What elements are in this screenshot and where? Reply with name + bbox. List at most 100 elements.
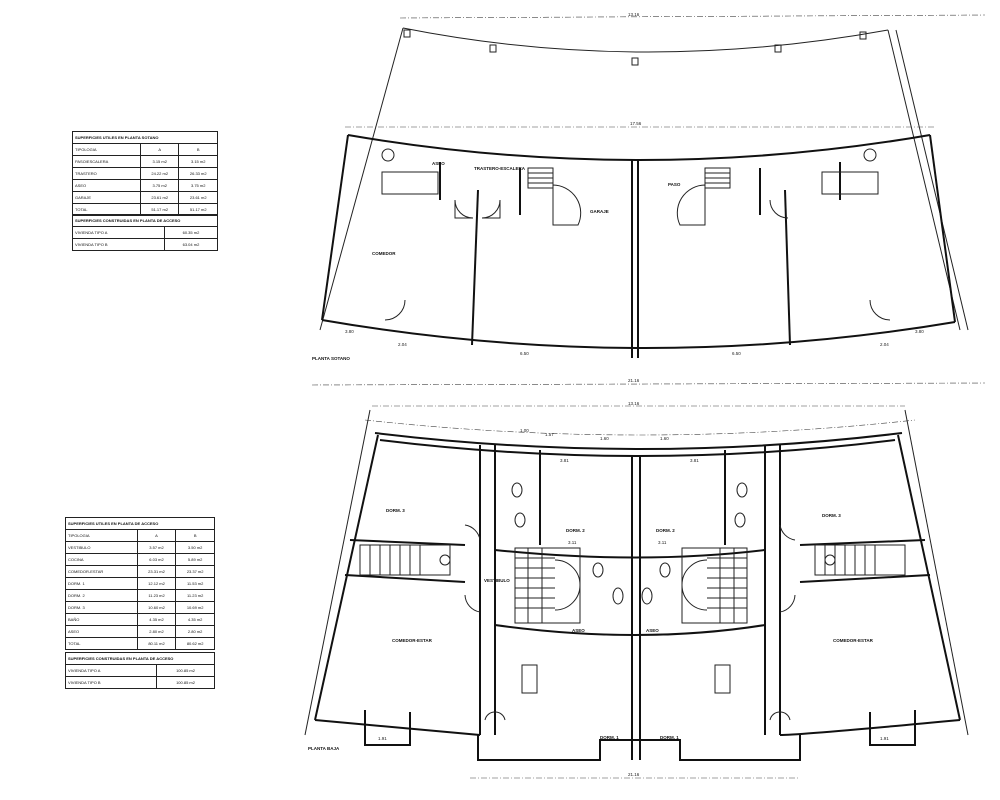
door-swing <box>769 711 791 721</box>
terrace-edge <box>402 27 889 53</box>
side-wall <box>897 434 961 721</box>
table-header-row: TIPOLOGIA A B <box>65 529 215 542</box>
room-label: COMEDOR-ESTAR <box>833 638 874 643</box>
cell: 26.33 m2 <box>178 167 218 180</box>
washbasin-icon <box>824 554 836 566</box>
plan-title: PLANTA SOTANO <box>312 356 350 361</box>
cell: 10.60 m2 <box>136 601 177 614</box>
staircase-left <box>514 547 581 624</box>
toilet-icon <box>863 148 877 162</box>
table-title: SUPERFICIES UTILES EN PLANTA SOTANO <box>72 131 218 144</box>
rear-wall <box>779 719 961 736</box>
dimension-label: 1.91 <box>378 736 387 741</box>
cell: 3.57 m2 <box>136 541 177 554</box>
door-swing <box>481 199 501 219</box>
door-swing <box>454 199 474 219</box>
dimension-label: 3.80 <box>915 329 924 334</box>
column <box>403 29 411 38</box>
cell: 60.35 m2 <box>163 226 219 239</box>
basement-built-area-table: SUPERFICIES CONSTRUIDAS EN PLANTA DE ACC… <box>72 214 219 251</box>
dimension-label: 3.81 <box>690 458 699 463</box>
column-header: A <box>136 529 177 542</box>
cell: 4.35 m2 <box>175 613 215 626</box>
column-header: TIPOLOGIA <box>65 529 138 542</box>
cell: 3.50 m2 <box>175 541 215 554</box>
partition-wall <box>471 189 479 346</box>
partition-wall <box>799 574 931 583</box>
door-swing <box>484 711 506 721</box>
cell: 24.22 m2 <box>139 167 180 180</box>
side-wall <box>321 134 349 321</box>
room-label: ASEO <box>572 628 585 633</box>
cell: 80.11 m2 <box>136 637 177 650</box>
column <box>631 57 639 66</box>
dimension-label: 3.11 <box>568 540 577 545</box>
room-label: DORM. 2 <box>656 528 675 533</box>
staircase-right <box>681 547 748 624</box>
door-swing <box>779 594 796 613</box>
dimension-arc <box>364 419 916 436</box>
cell: 23.31 m2 <box>136 565 177 578</box>
side-wall <box>887 29 961 331</box>
cell: GARAJE <box>72 191 141 204</box>
room-label: COMEDOR-ESTAR <box>392 638 433 643</box>
cell: 2.80 m2 <box>136 625 177 638</box>
toilet-icon <box>659 562 671 578</box>
washbasin-icon <box>439 554 451 566</box>
cell: BAÑO <box>65 613 138 626</box>
partition-wall <box>344 574 466 583</box>
room-label: COMEDOR <box>372 251 396 256</box>
cell: 80.62 m2 <box>175 637 215 650</box>
cell: VESTIBULO <box>65 541 138 554</box>
room-label: TRASTERO-ESCALERA <box>474 166 526 171</box>
cell: VIVIENDA TIPO B <box>72 238 165 251</box>
dimension-label: 13.16 <box>628 401 640 406</box>
cell: 2.80 m2 <box>175 625 215 638</box>
partition-wall <box>494 624 766 636</box>
cell: COCINA <box>65 553 138 566</box>
dimension-label: 1.60 <box>600 436 609 441</box>
column-header: TIPOLOGIA <box>72 143 141 156</box>
dimension-label: 2.04 <box>398 342 407 347</box>
side-wall <box>929 134 956 323</box>
table-title: SUPERFICIES UTILES EN PLANTA DE ACCESO <box>65 517 215 530</box>
cell: 3.75 m2 <box>139 179 180 192</box>
cell: 3.15 m2 <box>139 155 180 168</box>
room-label: ASEO <box>646 628 659 633</box>
toilet-icon <box>592 562 604 578</box>
cell: 100.85 m2 <box>156 664 215 677</box>
dimension-label: 1.57 <box>545 432 554 437</box>
door-swing <box>384 299 406 321</box>
cell: VIVIENDA TIPO B <box>64 676 158 689</box>
cell: 23.37 m2 <box>175 565 215 578</box>
side-wall <box>314 434 379 721</box>
door-swing <box>464 524 481 541</box>
dimension-label: 3.81 <box>560 458 569 463</box>
side-wall <box>904 409 969 736</box>
room-label: DORM. 1 <box>660 735 679 740</box>
cell: 4.35 m2 <box>136 613 177 626</box>
dimension-line-bottom <box>311 382 986 386</box>
plan-title: PLANTA BAJA <box>308 746 340 751</box>
cell: 5.89 m2 <box>175 553 215 566</box>
cell: 100.85 m2 <box>156 676 215 689</box>
sink-icon <box>734 512 746 528</box>
cell: 10.69 m2 <box>175 601 215 614</box>
room-label: DORM. 1 <box>600 735 619 740</box>
cell: DORM. 1 <box>65 577 138 590</box>
partition-wall <box>494 549 766 559</box>
dimension-label: 17.56 <box>630 121 642 126</box>
dimension-label: 6.50 <box>732 351 741 356</box>
front-wall <box>374 432 903 450</box>
dimension-label: 21.16 <box>628 772 640 777</box>
cell: 11.23 m2 <box>136 589 177 602</box>
